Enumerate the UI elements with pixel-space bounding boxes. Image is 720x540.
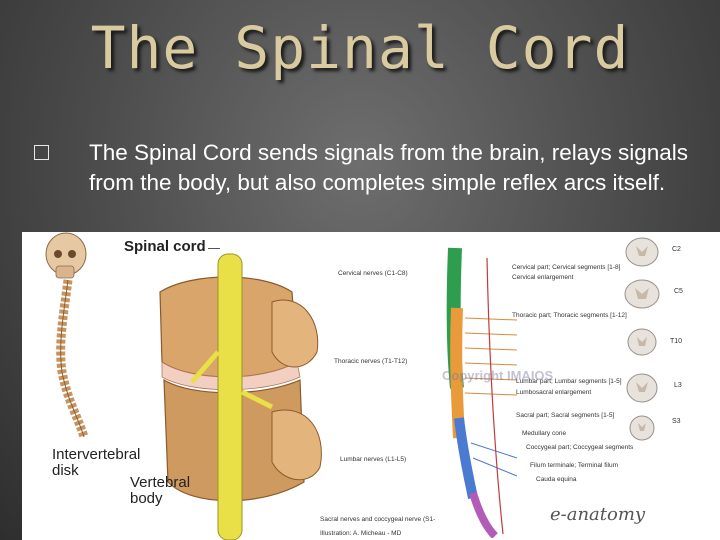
square-bullet-icon: [34, 145, 49, 160]
spinal-cord-figure: Spinal cord Intervertebral disk Vertebra…: [22, 232, 720, 540]
body-label: body: [130, 490, 163, 507]
spinal-segments-diagram: [446, 247, 518, 538]
copyright-watermark: Copyright IMAIOS: [442, 368, 554, 383]
cervical-nerves-label: Cervical nerves (C1-C8): [338, 270, 408, 277]
vertebral-label: Vertebral: [130, 474, 191, 491]
bullet-text: The Spinal Cord sends signals from the b…: [89, 140, 689, 195]
skeleton-spine-illustration: [45, 232, 89, 439]
medullary-cone-label: Medullary cone: [522, 430, 567, 437]
vertebra-illustration: [159, 253, 322, 540]
spinal-cord-leader: [208, 248, 220, 249]
thoracic-nerves-label: Thoracic nerves (T1-T12): [334, 358, 408, 365]
sacral-part-label: Sacral part; Sacral segments [1-5]: [516, 412, 615, 419]
coccygeal-part-label: Coccygeal part; Coccygeal segments: [526, 444, 634, 451]
thoracic-part-label: Thoracic part; Thoracic segments [1-12]: [512, 312, 627, 319]
e-anatomy-logo: e-anatomy: [550, 504, 646, 525]
cervical-part-label: Cervical part; Cervical segments [1-8]: [512, 264, 621, 271]
disk-label: disk: [52, 462, 79, 479]
illustration-credit: Illustration: A. Micheau - MD: [320, 530, 402, 537]
sacral-nerves-label: Sacral nerves and coccygeal nerve (S1-: [320, 516, 436, 523]
lumbar-nerves-label: Lumbar nerves (L1-L5): [340, 456, 407, 463]
lumbar-part-label: Lumbar part; Lumbar segments [1-5]: [516, 378, 622, 385]
section-t10-label: T10: [670, 338, 683, 345]
bullet-row: The Spinal Cord sends signals from the b…: [34, 138, 694, 198]
filum-terminale-label: Filum terminale; Terminal filum: [530, 462, 619, 469]
cauda-equina-label: Cauda equina: [536, 476, 577, 483]
section-c2-label: C2: [672, 246, 681, 253]
section-l3-label: L3: [674, 382, 682, 389]
spinal-cord-label: Spinal cord: [124, 238, 206, 255]
intervertebral-label: Intervertebral: [52, 446, 141, 463]
lumbosacral-enlargement-label: Lumbosacral enlargement: [516, 389, 592, 396]
cervical-enlargement-label: Cervical enlargement: [512, 274, 574, 281]
section-s3-label: S3: [672, 418, 681, 425]
section-c5-label: C5: [674, 288, 683, 295]
slide-title: The Spinal Cord: [90, 14, 630, 82]
cross-sections-column: [624, 237, 660, 441]
